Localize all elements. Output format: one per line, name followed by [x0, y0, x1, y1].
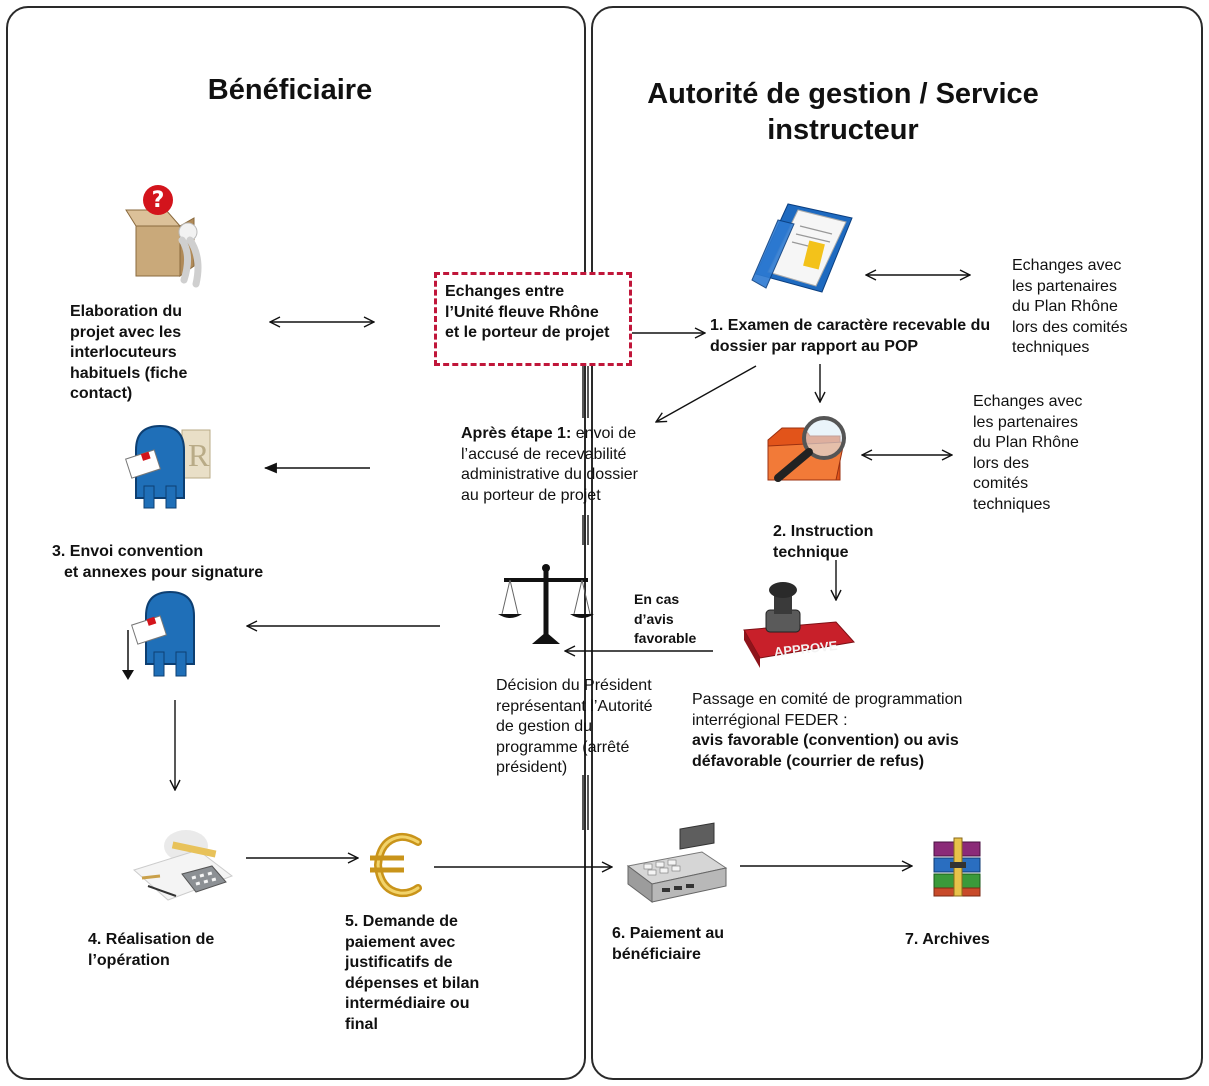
partenaires-1-line-4: lors des comités — [1012, 318, 1128, 336]
examen-line-2: dossier par rapport au POP — [710, 337, 919, 355]
svg-text:APPROVE: APPROVE — [773, 638, 838, 660]
envoi-convention-label: 3. Envoi convention et annexes pour sign… — [52, 542, 263, 583]
apres-etape-line-3: administrative du dossier — [461, 466, 638, 483]
blue-folder-documents-icon — [751, 203, 853, 293]
partenaires-2-line-3: du Plan Rhône — [973, 434, 1079, 451]
apres-etape-line-4: au porteur de projet — [461, 486, 601, 504]
partenaires-1-line-1: Echanges avec — [1012, 257, 1122, 274]
decision-line-1: Décision du Président — [496, 677, 652, 694]
demande-line-4: dépenses et bilan — [345, 974, 480, 992]
beneficiaire-heading: Bénéficiaire — [207, 74, 373, 106]
avis-line-1: avis favorable (convention) ou avis — [692, 732, 959, 749]
echanges-unite-line-2: l’Unité fleuve Rhône — [445, 303, 599, 321]
realisation-line-1: 4. Réalisation de — [88, 931, 215, 948]
demande-paiement-label: 5. Demande de paiement avec justificatif… — [345, 912, 479, 1035]
autorite-heading: Autorité de gestion / Service instructeu… — [600, 76, 1086, 148]
autorite-heading-line1: Autorité de gestion / Service — [647, 78, 1039, 110]
echanges-partenaires-1-label: Echanges avec les partenaires du Plan Rh… — [1012, 256, 1128, 359]
mailbox-letter-icon: R — [125, 424, 211, 509]
elaboration-line-5: contact) — [70, 385, 133, 402]
decision-line-5: président) — [496, 759, 568, 776]
folder-magnifier-icon — [767, 416, 846, 482]
cash-register-icon — [626, 822, 728, 903]
convention-line-1: 3. Envoi convention — [52, 543, 204, 560]
realisation-operation-label: 4. Réalisation de l’opération — [88, 930, 214, 971]
paiement-line-1: 6. Paiement au — [612, 925, 725, 942]
demande-line-2: paiement avec — [345, 933, 456, 951]
examen-line-1: 1. Examen de caractère recevable du — [710, 317, 991, 334]
echanges-unite-box — [434, 272, 632, 366]
partenaires-2-line-2: les partenaires — [973, 413, 1078, 431]
elaboration-projet-label: Elaboration du projet avec les interlocu… — [70, 302, 187, 405]
avis-favorable-label: En cas d’avis favorable — [634, 590, 696, 649]
en-cas-line-2: d’avis — [634, 610, 674, 627]
archives-label: 7. Archives — [905, 931, 990, 948]
decision-line-4: programme (arrêté — [496, 738, 630, 756]
apres-etape-line-1: Après étape 1: envoi de — [461, 424, 638, 445]
beneficiaire-panel — [6, 6, 586, 1080]
demande-line-1: 5. Demande de — [345, 913, 458, 930]
avis-line-2: défavorable (courrier de refus) — [692, 752, 925, 770]
convention-line-2: et annexes pour signature — [64, 563, 264, 581]
apres-etape-line-2: l’accusé de recevabilité — [461, 445, 627, 463]
partenaires-1-line-2: les partenaires — [1012, 277, 1117, 295]
svg-text:?: ? — [152, 188, 165, 213]
instruction-line-2: technique — [773, 543, 849, 561]
passage-comite-label: Passage en comité de programmation inter… — [692, 690, 962, 772]
passage-line-2: interrégional FEDER : — [692, 711, 848, 729]
partenaires-2-line-1: Echanges avec — [973, 393, 1083, 410]
realisation-line-2: l’opération — [88, 951, 170, 969]
elaboration-line-3: interlocuteurs — [70, 344, 177, 361]
apres-etape-rest: envoi de — [571, 425, 637, 442]
autorite-panel — [591, 6, 1203, 1080]
decision-line-2: représentant l’Autorité — [496, 697, 653, 715]
mailbox-send-icon — [122, 590, 195, 680]
partenaires-2-line-6: techniques — [973, 495, 1051, 513]
echanges-unite-label: Echanges entre l’Unité fleuve Rhône et l… — [445, 282, 609, 344]
examen-recevabilite-label: 1. Examen de caractère recevable du doss… — [710, 316, 1008, 357]
partenaires-2-line-5: comités — [973, 475, 1029, 492]
en-cas-line-3: favorable — [634, 630, 697, 646]
echanges-unite-line-3: et le porteur de projet — [445, 324, 610, 341]
arrow-examen-apres-etape — [656, 365, 757, 422]
echanges-unite-line-1: Echanges entre — [445, 283, 565, 300]
instruction-line-1: 2. Instruction — [773, 523, 874, 540]
apres-etape-label: Après étape 1: envoi de l’accusé de rece… — [461, 424, 638, 506]
paiement-beneficiaire-label: 6. Paiement au bénéficiaire — [612, 924, 724, 965]
svg-text:R: R — [188, 437, 210, 473]
elaboration-line-4: habituels (fiche — [70, 364, 188, 382]
autorite-heading-line2: instructeur — [767, 114, 919, 146]
instruction-technique-label: 2. Instruction technique — [773, 522, 873, 563]
decision-president-label: Décision du Président représentant l’Aut… — [496, 676, 653, 779]
echanges-partenaires-2-label: Echanges avec les partenaires du Plan Rh… — [973, 392, 1082, 515]
elaboration-line-2: projet avec les — [70, 323, 182, 341]
passage-line-1: Passage en comité de programmation — [692, 691, 963, 708]
justice-scales-icon — [498, 564, 594, 644]
partenaires-1-line-3: du Plan Rhône — [1012, 298, 1118, 315]
archive-books-icon — [933, 837, 981, 897]
calculator-desk-icon — [133, 830, 234, 901]
paiement-line-2: bénéficiaire — [612, 945, 701, 963]
approved-stamp-icon: APPROVE — [743, 582, 855, 668]
apres-etape-bold: Après étape 1: — [461, 425, 572, 442]
elaboration-line-1: Elaboration du — [70, 303, 182, 320]
decision-line-3: de gestion du — [496, 718, 593, 735]
question-box-icon: ? — [125, 185, 202, 288]
demande-line-3: justificatifs de — [345, 954, 453, 971]
partenaires-1-line-5: techniques — [1012, 339, 1090, 356]
partenaires-2-line-4: lors des — [973, 454, 1030, 472]
en-cas-line-1: En cas — [634, 591, 680, 607]
euro-sign-icon — [370, 832, 422, 898]
demande-line-6: final — [345, 1015, 378, 1033]
demande-line-5: intermédiaire ou — [345, 995, 470, 1012]
